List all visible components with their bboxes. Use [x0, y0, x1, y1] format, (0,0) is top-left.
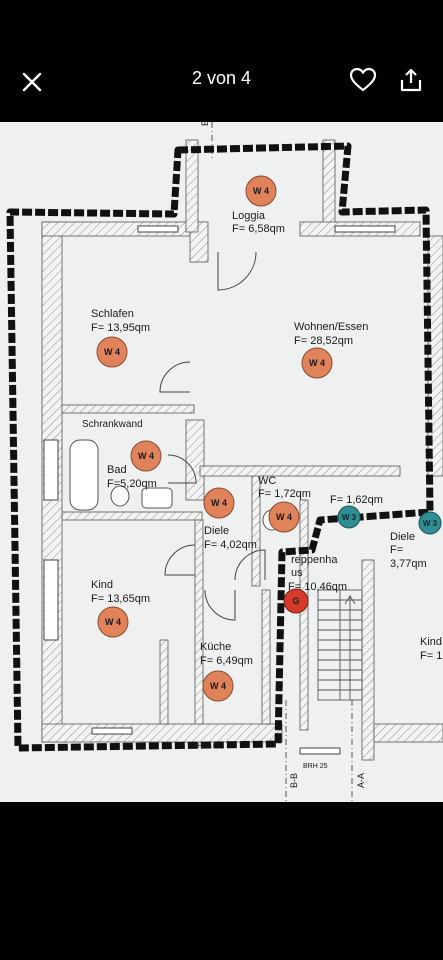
room-area: F= 1,72qm [258, 488, 311, 500]
room-area: F= 10,46qm [288, 581, 347, 593]
room-area: F= [390, 544, 403, 556]
svg-text:W 4: W 4 [210, 681, 226, 691]
svg-text:W 3: W 3 [423, 519, 438, 528]
room-name: Wohnen/Essen [294, 321, 368, 333]
close-button[interactable] [14, 64, 50, 100]
badge: W 4 [202, 670, 234, 702]
svg-text:W 4: W 4 [104, 347, 120, 357]
marker-outline [6, 142, 434, 752]
room-name: Schlafen [91, 308, 134, 320]
room-name: Diele [390, 531, 415, 543]
room-name: Kind [91, 579, 113, 591]
svg-text:W 4: W 4 [253, 186, 269, 196]
section-label: B-B [289, 773, 299, 788]
section-lines [211, 122, 353, 802]
close-icon [22, 72, 42, 92]
badge: W 3 [337, 505, 361, 529]
svg-text:W 4: W 4 [138, 451, 154, 461]
room-name: reppenha [291, 554, 338, 566]
viewer-top-bar: 2 von 4 [0, 0, 443, 120]
room-area: F= 13,65qm [91, 593, 150, 605]
room-area: F=5,20qm [107, 478, 157, 490]
section-label: B [200, 122, 210, 126]
room-name: Schrankwand [82, 419, 143, 430]
door-swings [159, 251, 266, 621]
windows [43, 225, 396, 755]
svg-text:W 3: W 3 [342, 513, 357, 522]
image-counter: 2 von 4 [191, 68, 252, 88]
room-labels: Loggia F= 6,58qm Schlafen F= 13,95qm Woh… [82, 122, 442, 788]
section-label: A-A [356, 773, 366, 788]
room-area: F= 4,02qm [204, 539, 257, 551]
staircase [317, 589, 363, 701]
svg-text:W 4: W 4 [105, 617, 121, 627]
room-area: 3,77qm [390, 558, 427, 570]
room-area: F= 1 [420, 650, 442, 662]
badge: W 4 [130, 440, 162, 472]
favorite-button[interactable] [345, 62, 381, 98]
badge: G [283, 588, 309, 614]
outlet-badges: W 4 W 4 W 4 W 4 W 4 W 4 W 4 W 4 G W 3 W … [96, 175, 442, 702]
room-name: Küche [200, 641, 231, 653]
room-name: Kind [420, 636, 442, 648]
room-area: F= 13,95qm [91, 322, 150, 334]
brh-label: BRH 25 [303, 763, 328, 770]
room-name: Diele [204, 525, 229, 537]
badge: W 4 [245, 175, 277, 207]
badge: W 4 [96, 336, 128, 368]
room-name: us [291, 567, 303, 579]
brh-label: BRH= 101 [188, 743, 221, 750]
room-area: F= 1,62qm [330, 494, 383, 506]
room-area: F= 6,49qm [200, 655, 253, 667]
room-name: Loggia [232, 210, 266, 222]
svg-text:W 4: W 4 [211, 498, 227, 508]
heart-icon [349, 67, 377, 92]
share-icon [400, 68, 422, 92]
floorplan-drawing: Loggia F= 6,58qm Schlafen F= 13,95qm Woh… [0, 122, 443, 802]
badge: W 4 [203, 487, 235, 519]
badge: W 4 [301, 347, 333, 379]
svg-text:W 4: W 4 [309, 358, 325, 368]
room-area: F= 6,58qm [232, 223, 285, 235]
viewer-bottom-area [0, 802, 443, 960]
badge: W 4 [97, 606, 129, 638]
badge: W 4 [268, 501, 300, 533]
floorplan-image[interactable]: Loggia F= 6,58qm Schlafen F= 13,95qm Woh… [0, 122, 443, 802]
share-button[interactable] [393, 62, 429, 98]
room-area: F= 28,52qm [294, 335, 353, 347]
room-name: WC [258, 475, 276, 487]
walls [41, 139, 443, 761]
badge: W 3 [418, 511, 442, 535]
room-name: Bad [107, 464, 127, 476]
svg-text:W 4: W 4 [276, 512, 292, 522]
svg-text:G: G [292, 596, 299, 606]
